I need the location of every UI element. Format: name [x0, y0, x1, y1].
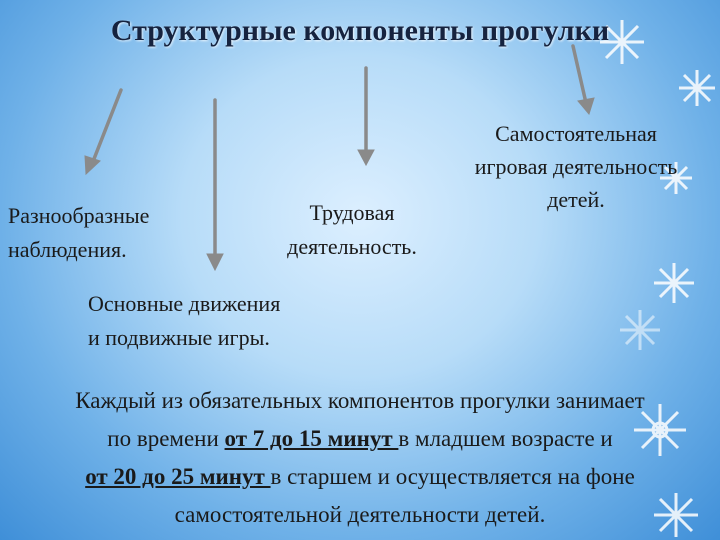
arrow-icon: [357, 66, 375, 167]
snowflake-icon: [679, 70, 715, 106]
arrow-icon: [206, 98, 224, 272]
arrow-icon: [571, 44, 595, 116]
component-label: игровая деятельность: [474, 154, 678, 179]
paragraph-line: по времени от 7 до 15 минут в младшем во…: [0, 420, 720, 458]
arrow-icon: [84, 88, 123, 176]
component-label: наблюдения.: [8, 237, 127, 262]
text-span: в младшем возрасте и: [398, 426, 613, 451]
component-observations: Разнообразные наблюдения.: [8, 199, 149, 267]
paragraph-line: самостоятельной деятельности детей.: [174, 502, 546, 527]
component-labor: Трудовая деятельность.: [267, 196, 437, 264]
component-label: и подвижные игры.: [88, 325, 270, 350]
duration-young: от 7 до 15 минут: [224, 426, 399, 451]
snowflake-icon: [654, 493, 698, 537]
component-movements: Основные движения и подвижные игры.: [88, 287, 280, 355]
snowflake-icon: [620, 310, 660, 350]
paragraph-line: Каждый из обязательных компонентов прогу…: [75, 388, 645, 413]
component-label: Самостоятельная: [495, 121, 657, 146]
component-label: Трудовая: [309, 200, 395, 225]
snowflake-icon: [654, 263, 694, 303]
snowflake-icon: [660, 162, 692, 194]
duration-paragraph: Каждый из обязательных компонентов прогу…: [0, 382, 720, 534]
paragraph-line: от 20 до 25 минут в старшем и осуществля…: [0, 458, 720, 496]
component-label: деятельность.: [287, 234, 417, 259]
component-label: Основные движения: [88, 291, 281, 316]
duration-older: от 20 до 25 минут: [85, 464, 271, 489]
component-label: детей.: [547, 187, 605, 212]
snowflake-icon: [600, 20, 644, 64]
component-independent-play: Самостоятельная игровая деятельность дет…: [450, 117, 702, 216]
snowflake-icon: [634, 404, 686, 456]
slide-title: Структурные компоненты прогулки: [110, 14, 610, 47]
text-span: в старшем и осуществляется на фоне: [270, 464, 635, 489]
component-label: Разнообразные: [8, 203, 150, 228]
text-span: по времени: [107, 426, 225, 451]
